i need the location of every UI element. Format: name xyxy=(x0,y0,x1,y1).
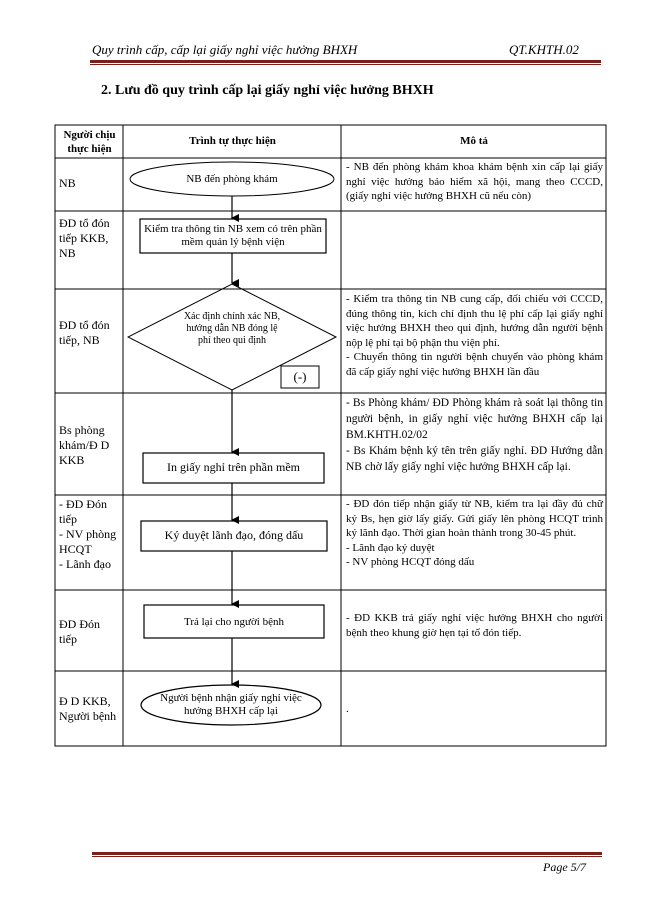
step-row-7: Người bệnh nhận giấy nghỉ việc hưởng BHX… xyxy=(160,692,302,717)
step-row-2: Kiểm tra thông tin NB xem có trên phần m… xyxy=(144,223,322,248)
header-description: Mô tả xyxy=(460,135,488,147)
desc-row-6: - ĐD KKB trả giấy nghỉ việc hưởng BHXH c… xyxy=(346,612,603,639)
step-row-6: Trả lại cho người bệnh xyxy=(184,616,284,628)
header-document-title: Quy trình cấp, cấp lại giấy nghỉ việc hư… xyxy=(92,42,358,57)
actor-row-5: - ĐD Đón tiếp - NV phòng HCQT - Lãnh đạo xyxy=(59,497,117,571)
step-row-4: In giấy nghỉ trên phần mềm xyxy=(167,460,300,474)
footer-rule xyxy=(92,852,602,855)
decision-label: (-) xyxy=(293,369,307,384)
header-actor: Người chịu thực hiện xyxy=(63,129,116,155)
actor-row-7: Đ D KKB, Người bệnh xyxy=(59,694,117,723)
header-document-code: QT.KHTH.02 xyxy=(509,42,579,57)
step-row-1: NB đến phòng khám xyxy=(186,173,278,185)
desc-row-7: . xyxy=(346,703,349,715)
actor-row-4: Bs phòng khám/Đ D KKB xyxy=(59,423,110,467)
desc-row-5: - ĐD đón tiếp nhận giấy từ NB, kiểm tra … xyxy=(346,498,603,568)
actor-row-2: ĐD tổ đón tiếp KKB, NB xyxy=(59,216,110,260)
decision-label-box xyxy=(280,365,320,389)
page-number: Page 5/7 xyxy=(543,860,586,874)
desc-row-3: - Kiểm tra thông tin NB cung cấp, đối ch… xyxy=(346,293,603,378)
desc-row-4: - Bs Phòng khám/ ĐD Phòng khám rà soát l… xyxy=(346,397,603,473)
actor-row-6: ĐD Đón tiếp xyxy=(59,617,100,646)
step-row-3: Xác định chính xác NB, hướng dẫn NB đóng… xyxy=(183,311,281,346)
header-rule xyxy=(90,60,601,63)
footer-rule-thin xyxy=(92,856,602,857)
actor-row-1: NB xyxy=(59,176,76,190)
header-step: Trình tự thực hiện xyxy=(189,135,276,147)
header-rule-thin xyxy=(90,64,601,65)
desc-row-1: - NB đến phòng khám khoa khám bệnh xin c… xyxy=(346,161,603,202)
section-title: 2. Lưu đồ quy trình cấp lại giấy nghỉ vi… xyxy=(101,83,434,98)
step-row-5: Ký duyệt lãnh đạo, đóng dấu xyxy=(164,528,304,542)
actor-row-3: ĐD tổ đón tiếp, NB xyxy=(59,318,110,347)
